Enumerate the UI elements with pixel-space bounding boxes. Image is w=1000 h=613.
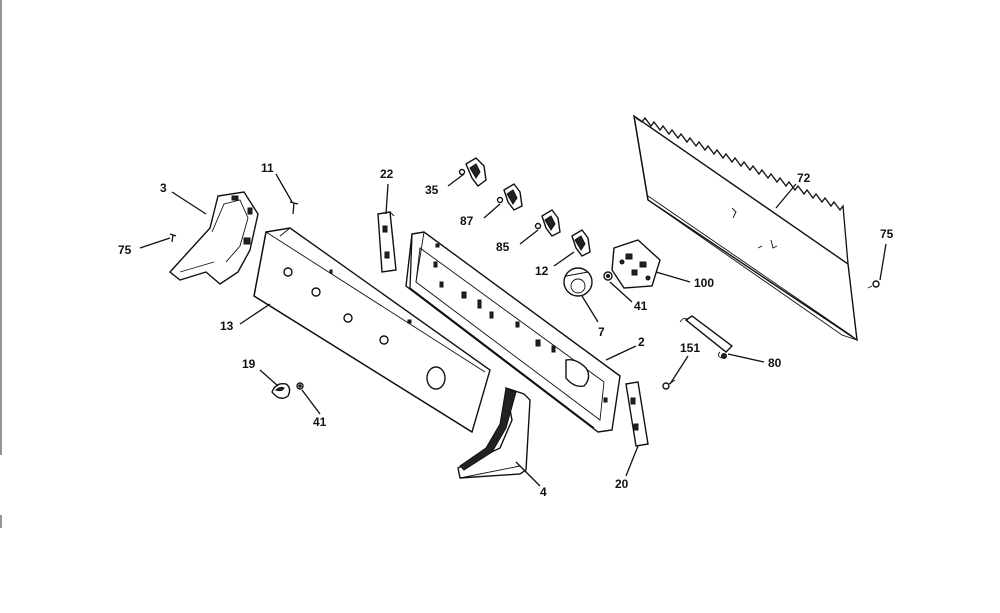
label-4: 4 bbox=[540, 485, 547, 499]
label-20: 20 bbox=[615, 477, 629, 491]
part-75-screw-left bbox=[169, 233, 177, 243]
label-19: 19 bbox=[242, 357, 256, 371]
label-80: 80 bbox=[768, 356, 782, 370]
part-80-harness bbox=[679, 315, 734, 359]
leader-lines bbox=[139, 173, 887, 487]
part-41-clip-upper bbox=[603, 271, 613, 281]
part-75-screw-right bbox=[867, 280, 880, 289]
part-100-module bbox=[611, 239, 661, 289]
label-41-upper: 41 bbox=[634, 299, 648, 313]
part-85-switch bbox=[534, 209, 561, 237]
label-72: 72 bbox=[797, 171, 811, 185]
label-22: 22 bbox=[380, 167, 394, 181]
label-85: 85 bbox=[496, 240, 510, 254]
label-2: 2 bbox=[638, 335, 645, 349]
label-75-left: 75 bbox=[118, 243, 132, 257]
part-87-switch bbox=[496, 183, 523, 211]
label-12: 12 bbox=[535, 264, 549, 278]
label-41-lower: 41 bbox=[313, 415, 327, 429]
part-20-bracket bbox=[625, 381, 649, 447]
label-11: 11 bbox=[261, 161, 274, 175]
label-3: 3 bbox=[160, 181, 167, 195]
part-4-right-endcap bbox=[457, 386, 531, 479]
part-19-button bbox=[271, 382, 291, 399]
label-100: 100 bbox=[694, 276, 714, 290]
part-labels: 3 75 11 13 22 35 87 85 12 7 41 100 72 75… bbox=[118, 161, 894, 499]
label-87: 87 bbox=[460, 214, 474, 228]
label-7: 7 bbox=[598, 325, 605, 339]
part-35-switch bbox=[458, 157, 487, 187]
part-22-bracket bbox=[377, 211, 397, 273]
part-41-clip-lower bbox=[296, 382, 304, 390]
label-13: 13 bbox=[220, 319, 234, 333]
part-7-knob bbox=[563, 267, 593, 297]
label-151: 151 bbox=[680, 341, 700, 355]
part-72-rear-panel bbox=[633, 114, 858, 342]
part-151-screw bbox=[662, 379, 676, 390]
part-2-control-frame bbox=[405, 231, 621, 433]
part-13-fascia bbox=[253, 227, 491, 434]
label-75-right: 75 bbox=[880, 227, 894, 241]
part-12-switch bbox=[571, 229, 591, 257]
label-35: 35 bbox=[425, 183, 439, 197]
part-11-screw bbox=[289, 201, 299, 215]
part-3-left-endcap bbox=[168, 191, 259, 285]
